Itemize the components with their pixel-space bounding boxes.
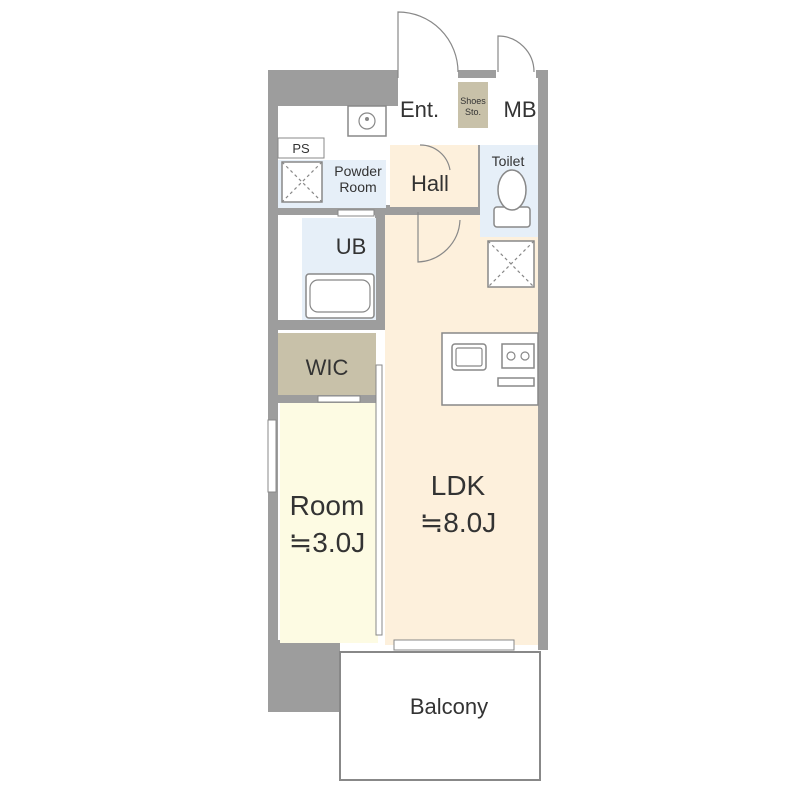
balcony-floor [339,651,541,781]
sliding-door-ldk [375,364,383,636]
stove-icon [497,343,535,387]
label-shoes-line2: Sto. [465,107,481,117]
wall-top-mid [458,70,496,78]
label-ldk-name: LDK [431,470,486,501]
room-floor [280,403,378,643]
fixtures [281,105,539,406]
label-shoes-line1: Shoes [460,96,486,106]
toilet-icon [493,169,531,228]
mb-door-icon [497,35,535,73]
label-mb: MB [504,97,537,122]
label-toilet: Toilet [492,153,525,169]
window-room [267,419,277,493]
sliding-door-wic [317,395,361,403]
wall-left-lower [268,640,340,712]
hall-floor [390,145,478,207]
wall-top-left [268,70,398,106]
entrance-door-icon [397,11,459,78]
washing-machine-space-icon [281,161,323,203]
label-ldk-size: ≒8.0J [420,507,496,538]
entrance-floor [398,78,458,136]
label-hall: Hall [411,171,449,196]
wall-bath-top [278,320,384,330]
wall-between [375,210,385,330]
label-room-size: ≒3.0J [289,527,365,558]
wall-left [268,70,278,642]
window-balcony [393,639,515,651]
label-wic: WIC [306,355,349,380]
labels: Ent. Shoes Sto. MB PS Powder Room Hall T… [289,96,537,719]
label-ps: PS [292,141,310,156]
label-room-name: Room [290,490,365,521]
label-ub: UB [336,234,367,259]
label-powder-line1: Powder [334,163,382,179]
washbasin-icon [347,105,387,137]
label-balcony: Balcony [410,694,488,719]
doors [267,11,535,651]
label-powder-line2: Room [339,179,376,195]
bathtub-icon [305,273,375,319]
label-entrance: Ent. [400,97,439,122]
shoes-storage [458,82,488,128]
ldk-door-icon [417,212,461,263]
mb-floor [496,78,538,136]
wall-right [538,70,548,650]
hall-door-icon [419,144,451,171]
ps-box [277,137,325,159]
sliding-door-ub [337,209,375,217]
refrigerator-space-icon [487,240,535,288]
kitchen-sink-icon [451,343,487,371]
wic-floor [278,333,376,395]
wall-mid-horizontal [278,205,540,215]
